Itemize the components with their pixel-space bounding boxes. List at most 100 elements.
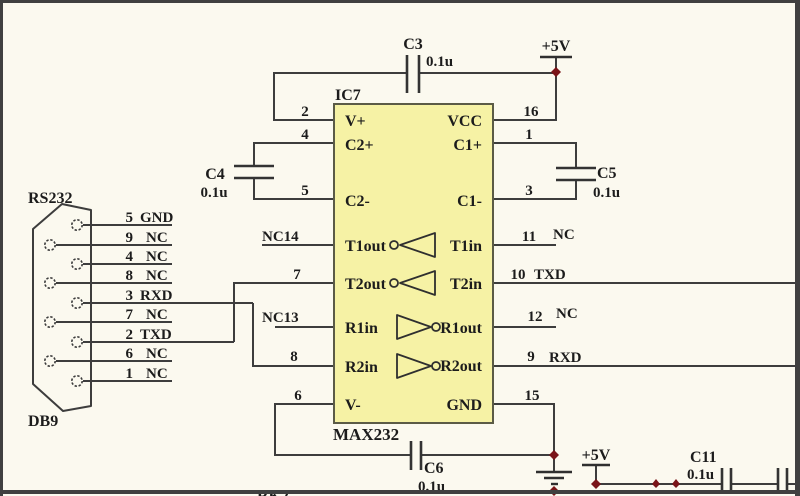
- db9-pin-num: 5: [126, 210, 134, 226]
- db9-pin-signal: NC: [146, 366, 168, 382]
- pin-signal: RXD: [549, 350, 582, 366]
- inverter-bubble: [431, 361, 441, 371]
- junction-dot: [672, 479, 680, 488]
- wire-r2in-rxd: [252, 303, 334, 367]
- db9-hole: [71, 374, 84, 387]
- junction-dot: [551, 67, 561, 77]
- power-symbols: [536, 55, 610, 486]
- r2-receiver: [396, 353, 441, 379]
- pin-number-nc13: NC13: [262, 310, 299, 326]
- cap-ref-c6: C6: [424, 460, 444, 477]
- db9-hole: [43, 276, 56, 289]
- db9-pin-num: 9: [126, 230, 134, 246]
- ic-pin-name: T1in: [450, 238, 482, 255]
- frame-left: [0, 0, 3, 496]
- labels: RS232 DB9 5 GND 9 NC 4 NC 8 NC 3 RXD 7 N…: [28, 36, 717, 496]
- db9-pin-num: 7: [126, 307, 134, 323]
- ic-pin-name: VCC: [447, 113, 482, 130]
- cap-ref-c3: C3: [403, 36, 423, 53]
- wire-c5-loop: [493, 142, 577, 200]
- wire-t2out-txd: [233, 282, 334, 342]
- cap-value-c5: 0.1u: [593, 185, 620, 201]
- cap-ref-c5: C5: [597, 165, 617, 182]
- ic-pin-name: C2-: [345, 193, 370, 210]
- wire-c4-loop: [253, 142, 334, 200]
- pin-number: 12: [528, 309, 543, 325]
- junction-dot: [652, 479, 660, 488]
- connector-standard-label: RS232: [28, 190, 72, 207]
- db9-hole: [71, 219, 84, 232]
- ic-pin-name: V-: [345, 397, 361, 414]
- frame-right: [795, 0, 800, 496]
- connector-name-label: DB9: [28, 413, 58, 430]
- junction-dot: [549, 450, 559, 460]
- db9-pin-signal: NC: [146, 230, 168, 246]
- db9-pin-signal: NC: [146, 307, 168, 323]
- pin-number: 10: [511, 267, 526, 283]
- cap-c4-plates: [234, 164, 274, 180]
- pin-number: 3: [525, 183, 533, 199]
- ic-pin-name: T1out: [345, 238, 387, 255]
- pin-number: 2: [301, 104, 309, 120]
- cap-c11-plates: [720, 468, 733, 493]
- db9-pin-signal: RXD: [140, 288, 173, 304]
- db9-pin-num: 6: [126, 346, 134, 362]
- db9-hole: [43, 239, 56, 252]
- frame-top: [0, 0, 800, 3]
- cap-c5-plates: [556, 166, 596, 182]
- junction-dot: [591, 479, 601, 489]
- wire-5v-vcc: [493, 57, 557, 121]
- db9-pin-wires: [56, 224, 253, 382]
- db9-pin-num: 4: [126, 249, 134, 265]
- t2-driver: [389, 270, 436, 296]
- vcc-rail-label-bottom: +5V: [582, 447, 611, 464]
- ic-pin-name: T2out: [345, 276, 387, 293]
- db9-pin-signal: NC: [146, 268, 168, 284]
- db9-shell: [32, 203, 92, 412]
- pin-number: 6: [294, 388, 302, 404]
- pin-number: 1: [525, 127, 533, 143]
- ic-pin-name: GND: [446, 397, 482, 414]
- pin-number: 16: [524, 104, 540, 120]
- ic-pin-name: R1in: [345, 320, 378, 337]
- wire-gnd-pin15: [493, 403, 555, 471]
- ic-pin-name: V+: [345, 113, 366, 130]
- ic-pin-name: R1out: [440, 320, 482, 337]
- pin-signal: NC: [556, 306, 578, 322]
- pin-signal: TXD: [534, 267, 566, 283]
- ic-body: [333, 103, 494, 424]
- cap-ref-c11: C11: [690, 449, 717, 466]
- pin-number: 15: [525, 388, 540, 404]
- cap-ref-c4: C4: [205, 166, 225, 183]
- cap-value-c4: 0.1u: [200, 185, 227, 201]
- db9-hole: [71, 296, 84, 309]
- db9-pin-signal: NC: [146, 346, 168, 362]
- db9-pin-signal: GND: [140, 210, 174, 226]
- db9-connector: [32, 203, 253, 412]
- inverter-bubble: [431, 322, 441, 332]
- ic-pin-name: C1+: [453, 137, 482, 154]
- inverter-triangle: [396, 353, 432, 379]
- db9-hole: [43, 315, 56, 328]
- frame-bottom: [0, 490, 800, 494]
- pin-number: 11: [522, 229, 536, 245]
- wire-vminus-c6: [274, 403, 411, 456]
- db9-pin-signal: TXD: [140, 327, 172, 343]
- db9-pin-num: 8: [126, 268, 134, 284]
- db9-hole: [71, 335, 84, 348]
- inverter-triangle: [399, 232, 436, 258]
- junction-dots: [549, 67, 680, 496]
- ic-pin-name: C1-: [457, 193, 482, 210]
- wire-vplus-c3: [273, 72, 407, 121]
- pin-number: 4: [301, 127, 309, 143]
- cap-c6-plates: [409, 441, 423, 470]
- inverter-bubble: [389, 278, 399, 288]
- ground-symbol: [536, 470, 572, 486]
- ic-buffers: [389, 232, 441, 379]
- pin-signal: NC: [553, 227, 575, 243]
- capacitor-symbols: [234, 55, 789, 493]
- db9-hole: [71, 257, 84, 270]
- cap-value-c11: 0.1u: [687, 467, 714, 483]
